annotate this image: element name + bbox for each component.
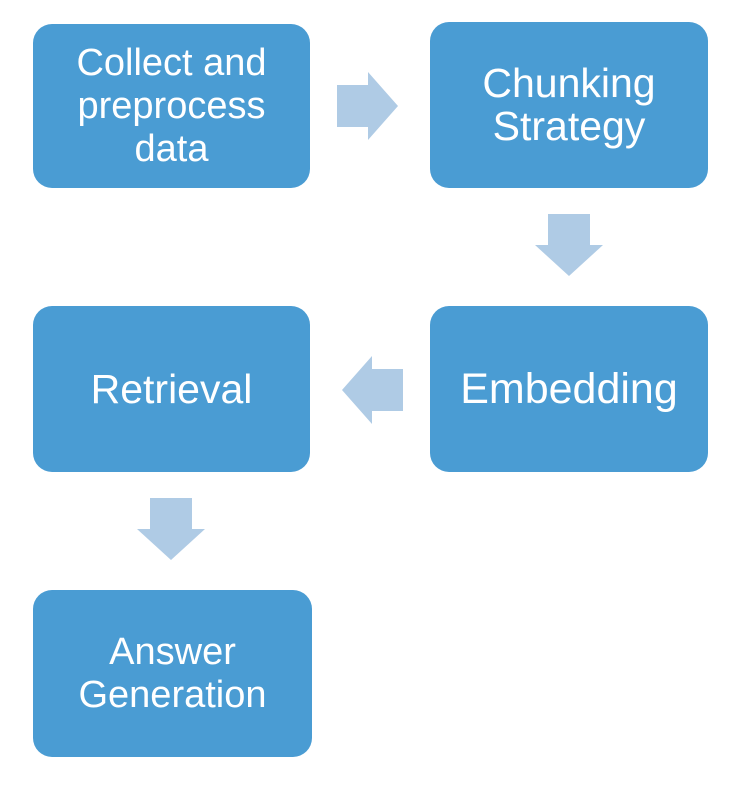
node-embedding: Embedding [430, 306, 708, 472]
node-chunking-strategy: Chunking Strategy [430, 22, 708, 188]
node-label: Chunking Strategy [482, 60, 656, 149]
node-retrieval: Retrieval [33, 306, 310, 472]
flow-down-arrow [535, 214, 603, 276]
flow-left-arrow [342, 356, 403, 424]
node-label: Collect and preprocess data [76, 41, 267, 170]
node-label: Answer Generation [78, 630, 267, 716]
flow-left-arrow-shape [342, 356, 403, 424]
node-label: Embedding [460, 364, 678, 413]
node-collect-preprocess-data: Collect and preprocess data [33, 24, 310, 188]
flow-down-arrow-shape [535, 214, 603, 276]
flow-down-arrow-shape [137, 498, 205, 560]
node-label: Retrieval [90, 365, 253, 412]
flow-down-arrow [137, 498, 205, 560]
flow-right-arrow [337, 72, 398, 140]
flow-right-arrow-shape [337, 72, 398, 140]
node-answer-generation: Answer Generation [33, 590, 312, 757]
